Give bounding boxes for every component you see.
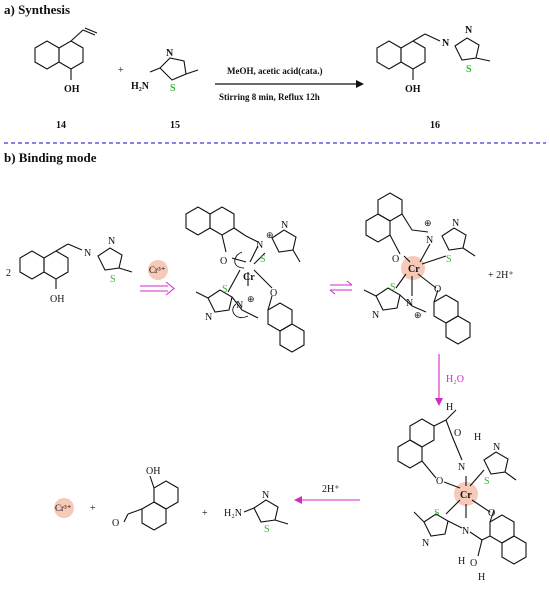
complex1-n-thiazole-bottom: N xyxy=(205,312,212,323)
complex1-cr: Cr xyxy=(243,272,255,283)
reaction-condition-1: MeOH, acetic acid(cata.) xyxy=(227,66,322,76)
final-aldehyde-oh: OH xyxy=(146,466,160,477)
synthesis-plus: + xyxy=(118,65,124,76)
compound-16-s: S xyxy=(466,64,472,75)
cr-ion-halo xyxy=(148,260,168,280)
complex1-s-bottom: S xyxy=(222,284,228,295)
final-cr-ion: Cr³⁺ xyxy=(55,503,72,513)
complex3-o-bottom: O xyxy=(488,508,495,519)
complex2-o-bottom: O xyxy=(434,284,441,295)
compound-14-oh: OH xyxy=(64,84,80,95)
compound-14-label: 14 xyxy=(56,120,66,131)
final-aminothiazole-n: N xyxy=(262,490,269,501)
addition-arrow xyxy=(140,281,175,296)
ligand-coefficient: 2 xyxy=(6,268,11,279)
final-aminothiazole-structure xyxy=(243,499,289,525)
compound-16-oh: OH xyxy=(405,84,421,95)
complex3-s-bottom: S xyxy=(434,508,440,519)
complex2-plus-bottom: ⊕ xyxy=(414,310,422,320)
complex3-h-top: H xyxy=(446,402,453,413)
final-aldehyde-structure xyxy=(123,475,179,531)
complex2-n-thiazole-bottom: N xyxy=(372,310,379,321)
complex-hydrated xyxy=(397,409,527,565)
complex1-o-top: O xyxy=(220,256,227,267)
complex3-o-top: O xyxy=(436,476,443,487)
complex2-o-top: O xyxy=(392,254,399,265)
complex2-cr: Cr xyxy=(408,264,420,275)
ligand-imine-n: N xyxy=(84,248,91,259)
complex3-n-thiazole-bottom: N xyxy=(422,538,429,549)
complex1-s-top: S xyxy=(260,254,266,265)
section-title-binding: b) Binding mode xyxy=(4,150,97,165)
complex2-proton-release: + 2H⁺ xyxy=(488,270,514,281)
final-aldehyde-o: O xyxy=(112,518,119,529)
complex3-h-hydroxyl-top: H xyxy=(474,432,481,443)
complex2-plus-top: ⊕ xyxy=(424,218,432,228)
final-aminothiazole-s: S xyxy=(264,524,270,535)
complex3-s-top: S xyxy=(484,476,490,487)
final-plus-2: + xyxy=(202,508,208,519)
complex2-n-thiazole-top: N xyxy=(452,218,459,229)
complex1-n-top: N xyxy=(256,240,263,251)
complex3-o-hydroxyl-bottom: O xyxy=(470,558,477,569)
compound-16-imine-n: N xyxy=(442,38,450,49)
complex3-h-hydroxyl-bottom: H xyxy=(458,556,465,567)
compound-15-h2n: H₂N xyxy=(131,81,150,92)
reaction-condition-2: Stirring 8 min, Reflux 12h xyxy=(219,92,320,102)
compound-16-structure xyxy=(376,33,491,80)
ligand-oh: OH xyxy=(50,294,64,305)
complex1-plus-bottom: ⊕ xyxy=(247,294,255,304)
equilibrium-arrow xyxy=(329,280,353,295)
complex2-n-bottom: N xyxy=(406,298,413,309)
compound-16-thiazole-n: N xyxy=(465,25,473,36)
hydrolysis-arrow-head xyxy=(435,398,443,406)
compound-15-label: 15 xyxy=(170,120,180,131)
compound-15-structure xyxy=(149,57,199,81)
final-cr-halo xyxy=(54,498,74,518)
complex1-n-bottom: N xyxy=(236,300,243,311)
section-title-synthesis: a) Synthesis xyxy=(4,2,70,17)
compound-15-n: N xyxy=(166,48,174,59)
dissociation-arrow-head xyxy=(294,496,302,504)
compound-16-label: 16 xyxy=(430,120,440,131)
complex3-h-bottom: H xyxy=(478,572,485,583)
synthesis-arrow-head xyxy=(356,80,364,88)
compound-14-structure xyxy=(34,27,98,80)
complex-imine xyxy=(363,192,476,345)
cr-ion-label: Cr³⁺ xyxy=(149,265,166,275)
ligand-structure xyxy=(19,243,133,289)
dissociation-proton: 2H⁺ xyxy=(322,484,340,495)
complex1-o-bottom: O xyxy=(270,288,277,299)
complex3-cr: Cr xyxy=(460,490,472,501)
complex3-n-thiazole-top: N xyxy=(493,442,500,453)
ligand-s: S xyxy=(110,274,116,285)
complex2-n-top: N xyxy=(426,235,433,246)
complex3-o-hydroxyl-top: O xyxy=(454,428,461,439)
ligand-thiazole-n: N xyxy=(108,236,115,247)
complex2-s-bottom: S xyxy=(390,282,396,293)
final-plus-1: + xyxy=(90,503,96,514)
complex1-plus-top: ⊕ xyxy=(266,230,274,240)
complex3-n-bottom: N xyxy=(462,526,469,537)
hydrolysis-water: H₂O xyxy=(446,374,464,385)
complex1-n-thiazole-top: N xyxy=(281,220,288,231)
complex-intermediate xyxy=(185,206,305,353)
compound-15-s: S xyxy=(170,83,176,94)
final-aminothiazole-h2n: H₂N xyxy=(224,508,242,519)
complex3-n-top: N xyxy=(458,462,465,473)
complex2-s-top: S xyxy=(446,254,452,265)
